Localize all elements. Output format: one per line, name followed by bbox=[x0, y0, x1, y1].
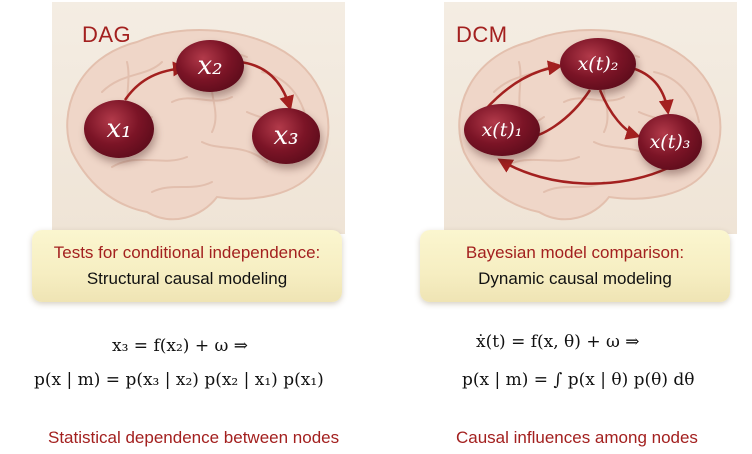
dcm-equation-2: p(x | m) = ∫ p(x | θ) p(θ) dθ bbox=[462, 370, 695, 390]
edge-1-2 bbox=[484, 60, 563, 111]
node-x3-label: x₃ bbox=[273, 121, 299, 151]
edge-2-3 bbox=[631, 66, 674, 115]
edge-3-1 bbox=[497, 158, 669, 185]
dcm-caption-line1: Bayesian model comparison: bbox=[465, 243, 685, 262]
node-xt3: x(t)₃ bbox=[638, 114, 702, 170]
dag-bottom-text: Statistical dependence between nodes bbox=[48, 428, 340, 447]
edge-x1-x2 bbox=[123, 61, 188, 101]
dag-equation-1: x₃ = f(x₂) + ω ⇒ bbox=[112, 336, 248, 356]
node-x1: x₁ bbox=[84, 100, 154, 158]
node-xt3-label: x(t)₃ bbox=[649, 131, 691, 153]
dag-caption-line1: Tests for conditional independence: bbox=[53, 243, 321, 262]
node-xt2: x(t)₂ bbox=[560, 38, 636, 90]
dcm-caption-line2: Dynamic causal modeling bbox=[478, 269, 672, 288]
node-x3: x₃ bbox=[252, 108, 320, 164]
dag-label: DAG bbox=[82, 22, 132, 47]
dag-caption-box: Tests for conditional independence: Stru… bbox=[32, 230, 342, 302]
node-xt1-label: x(t)₁ bbox=[481, 119, 523, 141]
node-x2: x₂ bbox=[176, 40, 244, 92]
dcm-edges bbox=[484, 60, 674, 185]
dag-equation-2: p(x | m) = p(x₃ | x₂) p(x₂ | x₁) p(x₁) bbox=[34, 370, 324, 390]
edge-2-3b bbox=[598, 89, 641, 140]
node-xt2-label: x(t)₂ bbox=[577, 53, 619, 75]
dcm-panel: DCM x(t)₁ x(t)₂ x(t)₃ Bayesian model com… bbox=[400, 0, 752, 454]
dcm-label: DCM bbox=[456, 22, 508, 47]
dag-caption-line2: Structural causal modeling bbox=[86, 269, 288, 288]
node-x1-label: x₁ bbox=[106, 114, 132, 144]
dcm-equation-1: ẋ(t) = f(x, θ) + ω ⇒ bbox=[476, 332, 640, 352]
dag-panel: DAG x₁ x₂ x₃ Tests for conditional indep… bbox=[0, 0, 352, 454]
node-x2-label: x₂ bbox=[197, 51, 223, 81]
dcm-caption-box: Bayesian model comparison: Dynamic causa… bbox=[420, 230, 730, 302]
node-xt1: x(t)₁ bbox=[464, 104, 540, 156]
edge-x2-x3 bbox=[239, 60, 294, 111]
dcm-bottom-text: Causal influences among nodes bbox=[456, 428, 698, 447]
